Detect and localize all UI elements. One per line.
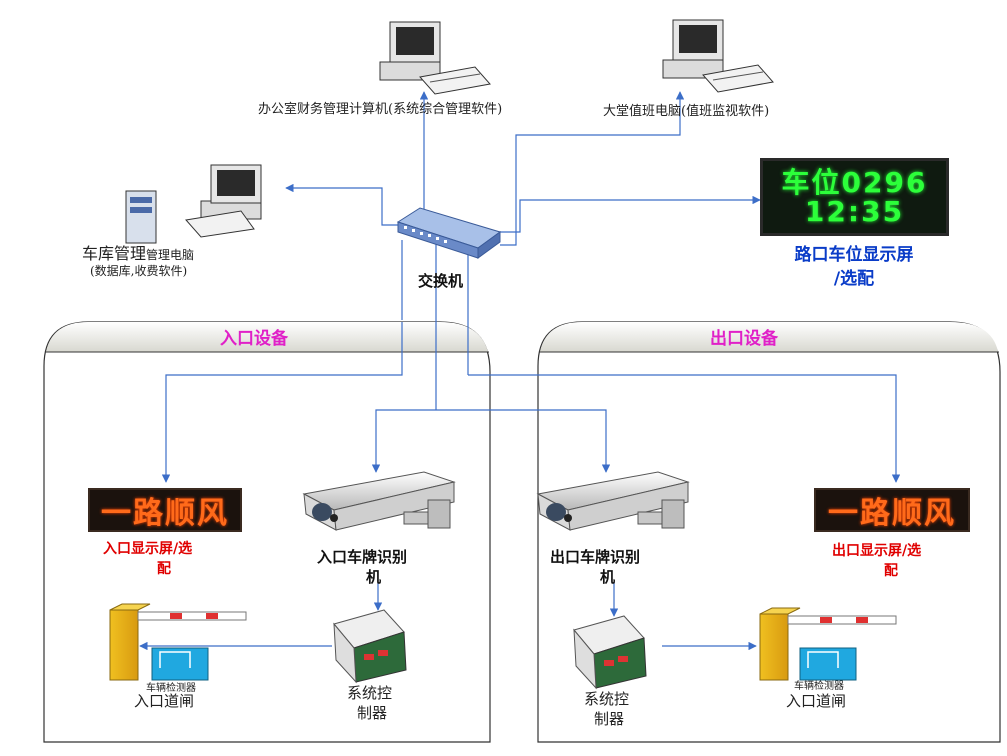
garage-pc-title: 车库管理管理电脑 (82, 240, 194, 264)
exit-led-text: 一路顺风 (828, 496, 956, 531)
exit-display-label-line2: 配 (884, 563, 898, 579)
entry-barrier-label: 入口道闸 (134, 692, 195, 710)
exit-led-display: 一路顺风 (814, 488, 970, 532)
garage-computer-icon (125, 164, 262, 244)
network-switch-icon (396, 207, 502, 259)
entry-led-text: 一路顺风 (101, 496, 229, 531)
entry-camera-icon (302, 471, 456, 531)
road-display-label-line2: /选配 (833, 269, 875, 289)
exit-barrier-icon (759, 607, 897, 681)
road-display-label-line1: 路口车位显示屏 (794, 245, 914, 265)
exit-section-title: 出口设备 (710, 329, 778, 349)
exit-controller-label-line1: 系统控 (584, 690, 630, 708)
garage-pc-title-main: 车库管理 (82, 244, 147, 263)
entry-controller-label-line2: 制器 (357, 704, 388, 722)
entry-camera-label-line1: 入口车牌识别 (317, 548, 408, 566)
office-computer-icon (379, 21, 491, 95)
entry-display-label-line1: 入口显示屏/选 (103, 541, 193, 557)
exit-display-label-line1: 出口显示屏/选 (832, 543, 922, 559)
exit-section-box (537, 321, 1001, 743)
entry-section-title: 入口设备 (220, 329, 288, 349)
lobby-computer-icon (662, 19, 774, 93)
exit-camera-label-line1: 出口车牌识别 (550, 548, 641, 566)
road-led-line1: 车位0296 (781, 165, 928, 199)
exit-barrier-label: 入口道闸 (786, 692, 847, 710)
exit-controller-icon (573, 615, 647, 690)
exit-detector-label: 车辆检测器 (794, 681, 844, 692)
entry-controller-icon (333, 609, 407, 684)
exit-camera-icon (536, 471, 690, 531)
road-led-line2: 12:35 (804, 195, 905, 228)
entry-detector-label: 车辆检测器 (146, 683, 196, 694)
entry-controller-label-line1: 系统控 (347, 684, 393, 702)
entry-led-display: 一路顺风 (88, 488, 242, 532)
garage-pc-title-sub: 管理电脑 (146, 248, 195, 262)
garage-software-label: (数据库,收费软件) (90, 264, 188, 278)
switch-label: 交换机 (418, 272, 464, 290)
entry-section-box (43, 321, 491, 743)
entry-display-label-line2: 配 (157, 561, 171, 577)
road-led-display: 车位0296 12:35 (760, 158, 949, 236)
connector-lines (139, 91, 901, 651)
lobby-pc-label: 大堂值班电脑(值班监视软件) (603, 104, 770, 119)
entry-barrier-icon (109, 603, 247, 681)
office-pc-label: 办公室财务管理计算机(系统综合管理软件) (258, 102, 503, 117)
exit-controller-label-line2: 制器 (594, 710, 625, 728)
entry-camera-label-line2: 机 (366, 568, 382, 586)
exit-camera-label-line2: 机 (600, 568, 616, 586)
